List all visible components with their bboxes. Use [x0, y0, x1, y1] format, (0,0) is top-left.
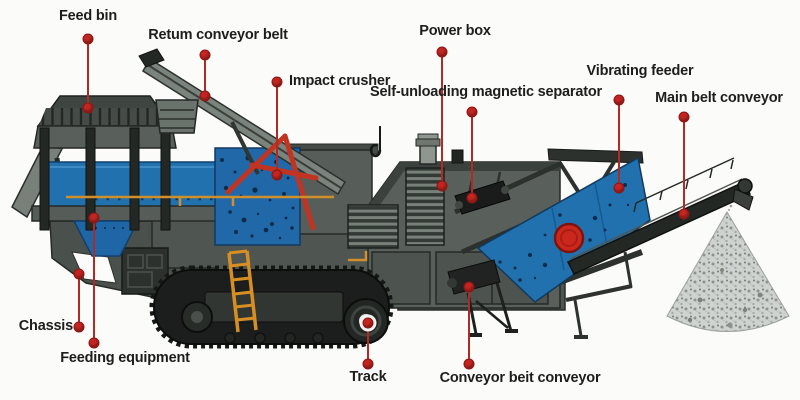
callout-dot-conveyor-belt-conveyor-bottom	[463, 358, 475, 370]
callout-dot-impact-crusher-top	[271, 76, 283, 88]
callout-dot-impact-crusher-part	[271, 169, 283, 181]
callout-dot-magnetic-separator-top	[466, 106, 478, 118]
callout-line-return-conveyor	[204, 55, 206, 96]
callout-line-magnetic-separator	[471, 112, 473, 198]
callout-dot-feed-bin-part	[82, 102, 94, 114]
label-chassis: Chassis	[18, 318, 73, 334]
callout-line-feed-bin	[87, 39, 89, 108]
crusher-red-frame	[225, 133, 319, 231]
label-return-conveyor-belt: Retum conveyor belt	[148, 27, 288, 43]
callout-dot-feed-bin-top	[82, 33, 94, 45]
stone-pile	[666, 211, 790, 332]
magnetic-separator	[454, 180, 511, 215]
callout-dot-power-box-top	[436, 46, 448, 58]
callout-dot-conveyor-belt-conveyor-part	[463, 281, 475, 293]
ladder	[227, 249, 258, 333]
callout-dot-vibrating-feeder-top	[613, 94, 625, 106]
callout-dot-track-bottom	[362, 358, 374, 370]
callout-dot-chassis-bottom	[73, 321, 85, 333]
label-main-belt-conveyor: Main belt conveyor	[655, 90, 783, 106]
callout-line-feeding-equipment	[93, 218, 95, 344]
label-track: Track	[349, 369, 387, 385]
callout-line-impact-crusher	[276, 82, 278, 175]
label-vibrating-feeder: Vibrating feeder	[586, 63, 694, 79]
track	[149, 265, 394, 349]
callout-dot-return-conveyor-top	[199, 49, 211, 61]
label-conveyor-belt-conveyor: Conveyor beit conveyor	[439, 370, 601, 386]
callout-dot-magnetic-separator-part	[466, 192, 478, 204]
callout-dot-main-belt-conveyor-top	[678, 111, 690, 123]
callout-dot-track-part	[362, 317, 374, 329]
vibrating-feeder	[476, 156, 651, 303]
callout-line-conveyor-belt-conveyor	[468, 287, 470, 365]
feed-bin	[33, 95, 177, 231]
vibrator-motor	[553, 222, 585, 254]
callout-dot-feeding-equipment-bottom	[88, 337, 100, 349]
callout-dot-power-box-part	[436, 180, 448, 192]
callout-dot-feeding-equipment-part	[88, 212, 100, 224]
callout-dot-chassis-part	[73, 268, 85, 280]
callout-dot-main-belt-conveyor-part	[678, 208, 690, 220]
label-magnetic-separator: Self-unloading magnetic separator	[370, 84, 602, 100]
callout-dot-return-conveyor-part	[199, 90, 211, 102]
callout-line-track	[367, 323, 369, 365]
callout-line-main-belt-conveyor	[683, 117, 685, 214]
label-impact-crusher: Impact crusher	[289, 73, 391, 89]
label-feeding-equipment: Feeding equipment	[60, 350, 190, 366]
main-belt-conveyor	[566, 157, 754, 275]
hydraulic-pipes	[66, 195, 368, 262]
callout-dot-vibrating-feeder-part	[613, 182, 625, 194]
label-power-box: Power box	[419, 23, 491, 39]
callout-line-power-box	[441, 52, 443, 186]
label-feed-bin: Feed bin	[58, 8, 118, 24]
return-chute	[155, 99, 199, 134]
callout-line-vibrating-feeder	[618, 100, 620, 188]
callout-line-chassis	[78, 274, 80, 328]
